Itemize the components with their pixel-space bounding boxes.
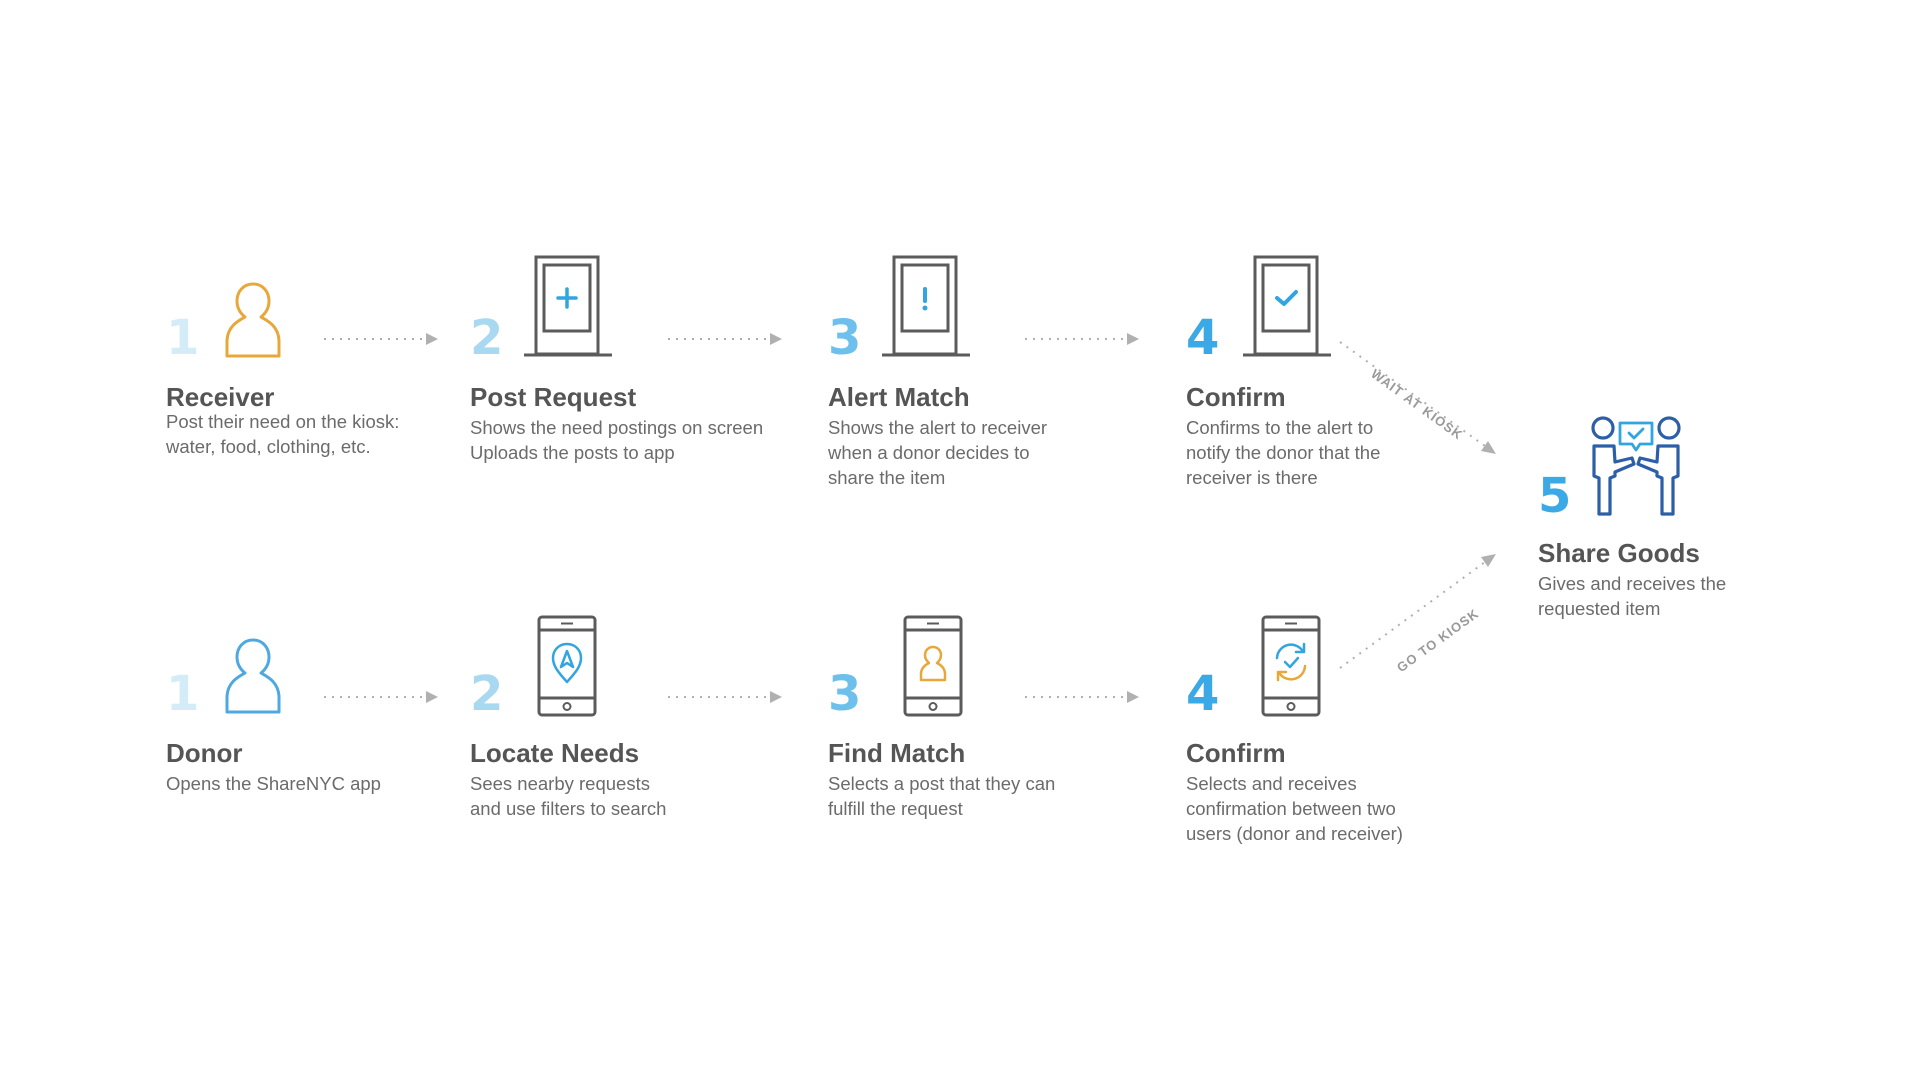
flow-arrow [668,333,782,345]
receiver-step-3-title: Alert Match [828,382,970,412]
wait-at-kiosk-arrow [1339,341,1496,454]
handshake-icon [1591,416,1681,516]
receiver-step-2-desc: Shows the need postings on screen Upload… [470,417,764,463]
donor-step-1-desc: Opens the ShareNYC app [166,773,381,794]
final-step-title: Share Goods [1538,538,1700,568]
kiosk-plus-icon [524,255,612,357]
donor-step-4-title: Confirm [1186,738,1286,768]
receiver-step-2-title: Post Request [470,382,637,412]
receiver-step-1-title: Receiver [166,382,275,412]
receiver-step-1-number: 1 [166,310,200,366]
final-step-desc: Gives and receives the requested item [1538,573,1727,619]
donor-step-3-number: 3 [828,666,862,722]
flow-arrow [1025,333,1139,345]
donor-step-3-desc: Selects a post that they can fulfill the… [828,773,1056,819]
donor-step-2-desc: Sees nearby requests and use filters to … [470,773,667,819]
kiosk-alert-icon [882,255,970,357]
donor-step-4-desc: Selects and receives confirmation betwee… [1186,773,1403,844]
person-icon [225,282,281,358]
kiosk-check-icon [1243,255,1331,357]
final-step-number: 5 [1538,468,1572,524]
flow-arrow [668,691,782,703]
flow-arrow [324,333,438,345]
receiver-step-3-desc: Shows the alert to receiver when a donor… [828,417,1048,488]
donor-step-2-number: 2 [470,666,504,722]
flow-arrow [324,691,438,703]
donor-step-2-title: Locate Needs [470,738,640,768]
go-to-kiosk-arrow [1339,554,1496,669]
receiver-step-3-number: 3 [828,310,862,366]
flow-arrow [1025,691,1139,703]
donor-step-3-title: Find Match [828,738,966,768]
phone-person-icon [903,615,963,717]
receiver-step-4-number: 4 [1186,310,1220,366]
person-icon [225,638,281,714]
receiver-step-2-number: 2 [470,310,504,366]
receiver-step-4-title: Confirm [1186,382,1286,412]
donor-step-4-number: 4 [1186,666,1220,722]
phone-location-icon [537,615,597,717]
receiver-step-1-desc: Post their need on the kiosk: water, foo… [166,411,400,457]
donor-step-1-title: Donor [166,738,243,768]
receiver-step-4-desc: Confirms to the alert to notify the dono… [1186,417,1381,488]
donor-step-1-number: 1 [166,666,200,722]
phone-sync-icon [1261,615,1321,717]
